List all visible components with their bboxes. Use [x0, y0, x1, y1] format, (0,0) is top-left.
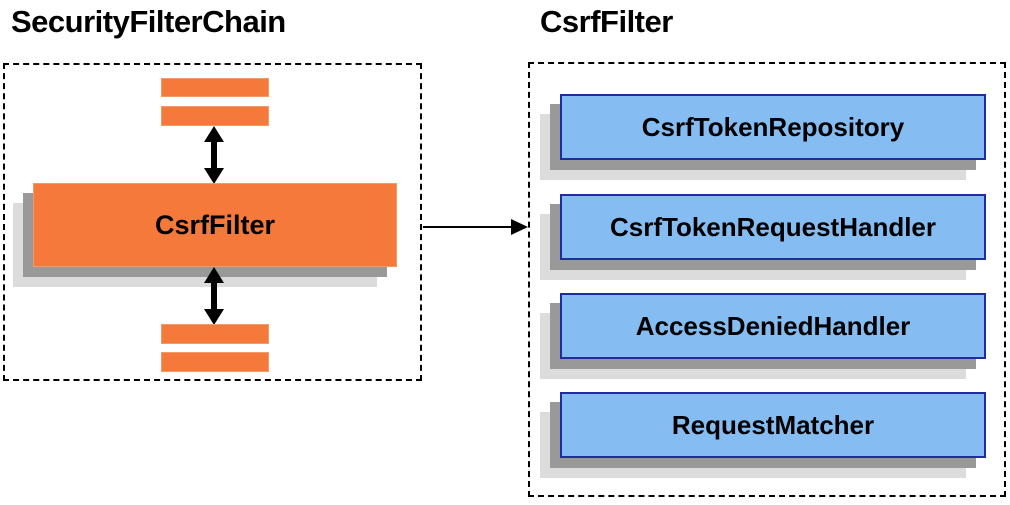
security-filter-chain-container [3, 63, 422, 381]
right-arrow-connector [423, 219, 528, 235]
security-filter-chain-title: SecurityFilterChain [11, 4, 286, 39]
component-label: RequestMatcher [671, 409, 875, 440]
request-matcher-node: RequestMatcher [560, 392, 986, 458]
filter-placeholder-bar [161, 78, 269, 97]
filter-placeholder-bar [161, 324, 269, 344]
component-label: AccessDeniedHandler [635, 310, 911, 341]
filter-placeholder-bar [161, 352, 269, 372]
access-denied-handler-node: AccessDeniedHandler [560, 293, 986, 359]
csrf-filter-title: CsrfFilter [540, 4, 673, 39]
csrf-filter-node-label: CsrfFilter [154, 209, 276, 240]
csrf-filter-container [528, 62, 1006, 497]
double-arrow-icon [204, 267, 224, 325]
component-label: CsrfTokenRepository [641, 111, 905, 142]
double-arrow-icon [204, 126, 224, 184]
csrf-token-request-handler-node: CsrfTokenRequestHandler [560, 194, 986, 260]
csrf-token-repository-node: CsrfTokenRepository [560, 94, 986, 160]
component-label: CsrfTokenRequestHandler [609, 211, 937, 242]
filter-placeholder-bar [161, 106, 269, 126]
csrf-filter-node: CsrfFilter [33, 183, 397, 267]
